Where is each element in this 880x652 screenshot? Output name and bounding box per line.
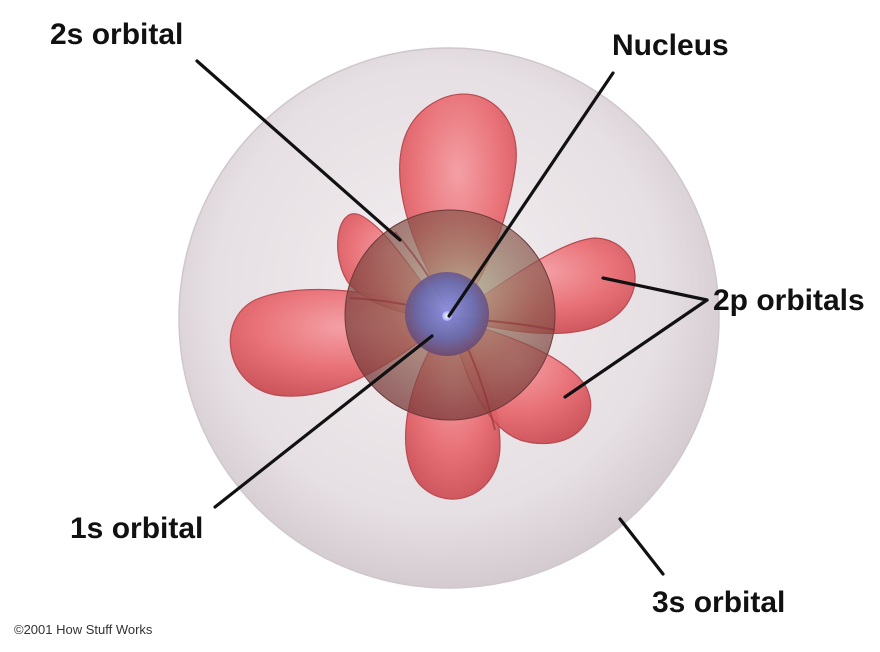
label-2p-orbitals: 2p orbitals <box>713 284 865 317</box>
label-nucleus: Nucleus <box>612 29 729 62</box>
label-2s-orbital: 2s orbital <box>50 18 183 51</box>
label-1s-orbital: 1s orbital <box>70 512 203 545</box>
leader-nucleus <box>447 71 615 318</box>
label-3s-orbital: 3s orbital <box>652 586 785 619</box>
copyright-notice: ©2001 How Stuff Works <box>14 622 153 637</box>
leader-3s <box>618 517 665 576</box>
leader-2p-upper <box>601 276 709 302</box>
leader-2p-lower <box>563 298 709 399</box>
leader-1s <box>213 334 434 509</box>
leader-2s <box>195 59 402 242</box>
